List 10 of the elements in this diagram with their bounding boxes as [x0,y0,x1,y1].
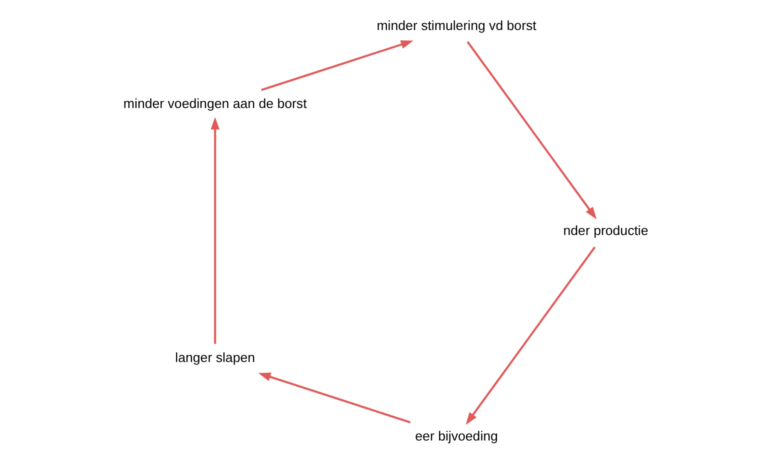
arrow [466,41,597,220]
node-text: minder stimulering vd borst [376,18,536,33]
arrow [261,40,414,92]
node-text: nder productie [563,223,648,238]
node-text: langer slapen [175,350,256,366]
arrow [466,246,596,425]
arrow [210,116,220,344]
node-text: minder voedingen aan de borst [123,96,307,112]
arrow [258,372,411,424]
node-text: eer bijvoeding [415,428,498,444]
